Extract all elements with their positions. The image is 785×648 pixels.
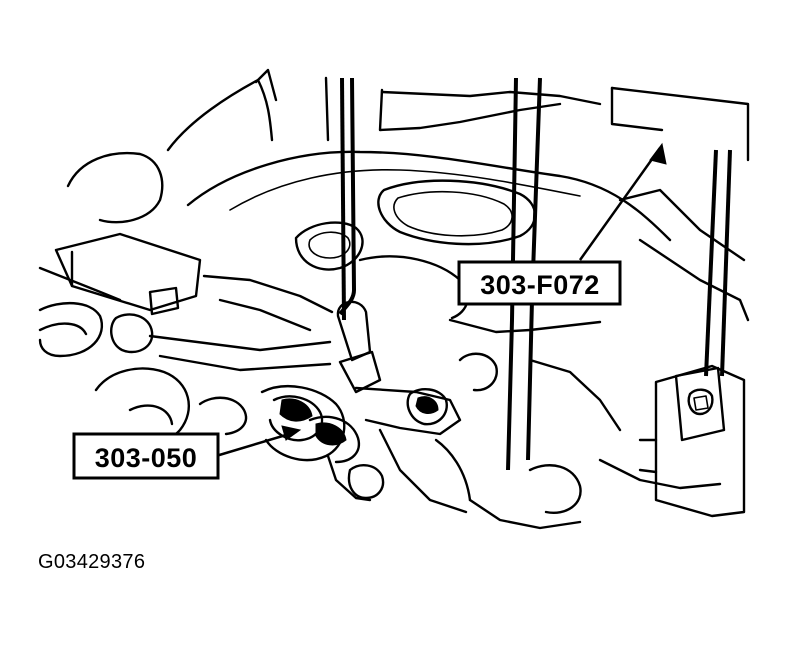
callout-label-303-f072: 303-F072 — [480, 270, 600, 300]
callout-303-050: 303-050 — [72, 425, 302, 480]
figure-id: G03429376 — [38, 551, 146, 573]
engine-components — [38, 68, 750, 530]
callout-label-303-050: 303-050 — [95, 443, 198, 473]
callout-303-f072: 303-F072 — [457, 142, 667, 306]
